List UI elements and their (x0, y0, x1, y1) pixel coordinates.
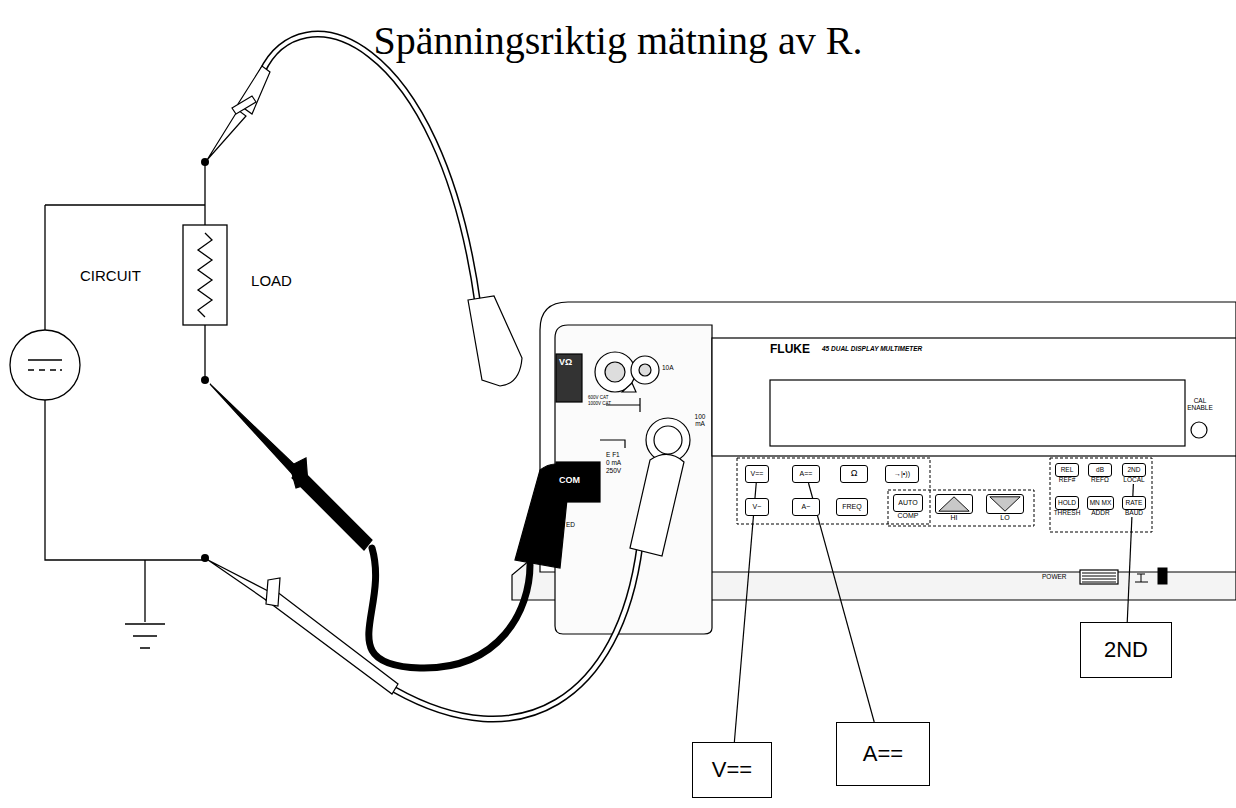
node-text: RATE (1126, 500, 1143, 507)
button-sublabel: THRESH (1053, 510, 1082, 517)
dc-symbol (28, 360, 62, 370)
resistor-body (183, 225, 227, 325)
meter-button: FREQ (836, 498, 868, 516)
node-text: FREQ (842, 503, 861, 510)
meter-button: LO (986, 494, 1024, 514)
meter-button: A== (792, 465, 820, 483)
meter-button: 2NDLOCAL (1122, 463, 1146, 477)
meter-button: →|•)) (885, 465, 919, 483)
triangle-icon (936, 495, 972, 513)
node-text: A== (800, 470, 813, 477)
node-text: AUTO (898, 499, 917, 506)
triangle-icon (987, 495, 1023, 513)
meter-button: HI (935, 494, 973, 514)
node-text: →|•)) (894, 470, 910, 477)
panel-label: ED (566, 522, 575, 529)
meter-button: MN MXADDR (1087, 496, 1114, 510)
meter-button: V~ (745, 498, 769, 516)
meter-button: A~ (792, 498, 820, 516)
meter-button: AUTOCOMP (893, 494, 923, 512)
power-grille (1082, 568, 1167, 584)
node-text: REL (1061, 467, 1074, 474)
node-text: 2ND (1127, 467, 1140, 474)
node-text: V~ (753, 503, 762, 510)
button-group-outline (737, 458, 1152, 532)
brand-logo: FLUKE (770, 343, 810, 356)
dc-source (10, 330, 80, 400)
multimeter-body (512, 302, 1236, 634)
volt-ohm-label: VΩ (559, 358, 572, 367)
model-name: 45 DUAL DISPLAY MULTIMETER (822, 346, 922, 353)
power-label: POWER (1042, 574, 1067, 581)
probe-plug (468, 296, 684, 568)
meter-button: RELREF# (1055, 463, 1079, 477)
node-text: A~ (802, 503, 811, 510)
fuse-label: 0 mA (606, 460, 621, 467)
load-label-node: LOAD (243, 270, 300, 292)
button-sublabel: REFΩ (1090, 477, 1110, 484)
callout-box: 2ND (1080, 622, 1172, 678)
node-text: V== (712, 758, 752, 781)
node-text: HOLD (1058, 500, 1076, 507)
ground-symbol (125, 560, 165, 648)
jack-label: 10A (662, 365, 674, 372)
fuse-label: 250V (606, 468, 621, 475)
button-sublabel: HI (950, 514, 959, 521)
com-label: COM (559, 476, 580, 485)
circuit-label: CIRCUIT (80, 268, 141, 284)
node-text: MN MX (1090, 500, 1112, 507)
node-text: V== (751, 470, 764, 477)
rating-label: 1000V CAT (588, 402, 611, 407)
resistor-symbol (198, 233, 212, 317)
test-probe (207, 66, 398, 694)
node-text: A== (863, 742, 903, 765)
node-text: dB (1096, 467, 1104, 474)
callout-box: A== (836, 722, 930, 786)
jack-label: 100 mA (690, 414, 710, 428)
node-text: LOAD (251, 273, 292, 289)
button-sublabel: ADDR (1090, 510, 1110, 517)
button-sublabel: REF# (1058, 477, 1077, 484)
node-dots (201, 158, 209, 562)
leader-line (808, 483, 874, 722)
fuse-label: E F1 (606, 452, 620, 459)
meter-button: dBREFΩ (1088, 463, 1112, 477)
callout-box: V== (692, 742, 772, 798)
diagram-title: Spänningsriktig mätning av R. (0, 20, 1236, 62)
test-lead (262, 34, 640, 719)
button-sublabel: COMP (897, 512, 920, 519)
meter-button: HOLDTHRESH (1055, 496, 1079, 510)
node-text: 2ND (1104, 638, 1148, 661)
meter-button: RATEBAUD (1122, 496, 1146, 510)
node-text: Ω (851, 469, 858, 478)
leader-line (734, 483, 756, 742)
cal-label: CAL ENABLE (1186, 398, 1214, 412)
button-sublabel: LOCAL (1122, 477, 1145, 484)
rating-label: 600V CAT (588, 396, 608, 401)
button-sublabel: BAUD (1124, 510, 1144, 517)
meter-button: V== (745, 465, 769, 483)
meter-button: Ω (840, 465, 868, 483)
button-sublabel: LO (999, 514, 1010, 521)
